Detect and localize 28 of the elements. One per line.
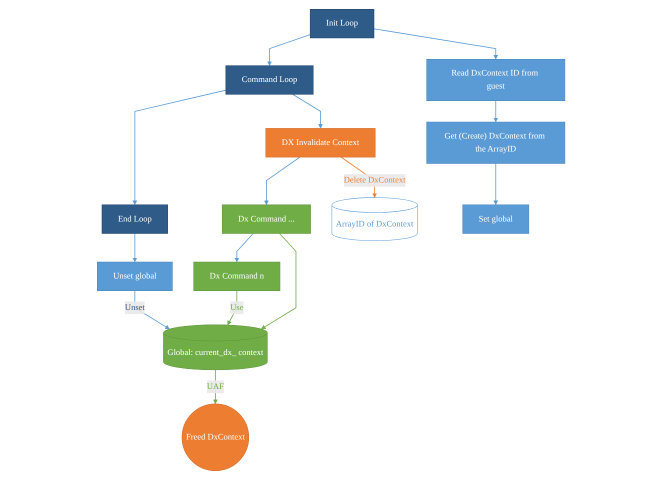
arrow [134,290,170,330]
node-box [462,204,530,234]
node-box [193,262,280,291]
node-box [426,59,566,101]
node-box [426,122,566,164]
edge-label: UAF [206,382,224,392]
arrow [493,100,498,122]
arrow [264,156,300,205]
arrow [132,233,138,262]
node-box [265,128,376,158]
arrow [132,90,226,205]
edge-label: Use [230,302,244,312]
node-box [225,65,314,95]
node-box [96,262,173,291]
node-box [310,9,374,38]
arrow [292,94,323,129]
node-box [102,204,168,234]
arrow [227,290,238,326]
edge-label: Delete DxContext [344,176,406,185]
arrow [493,163,498,205]
edge-label: Unset [124,302,145,312]
arrow [267,34,310,66]
arrow [260,233,296,330]
arrow [234,233,254,262]
node-box [222,204,311,234]
arrow [374,28,498,60]
node-circle [182,404,249,471]
flowchart: Delete DxContext Unset Use UAF Init Loop Command Loop Read DxContext ID from guest DX Invalidate Context Get (Create) DxContext from the ArrayID End Loop Dx Command ... ArrayID of DxContext Set global Unset global Dx Command n Global: current_dx_ context Freed DxContext [92,5,570,475]
